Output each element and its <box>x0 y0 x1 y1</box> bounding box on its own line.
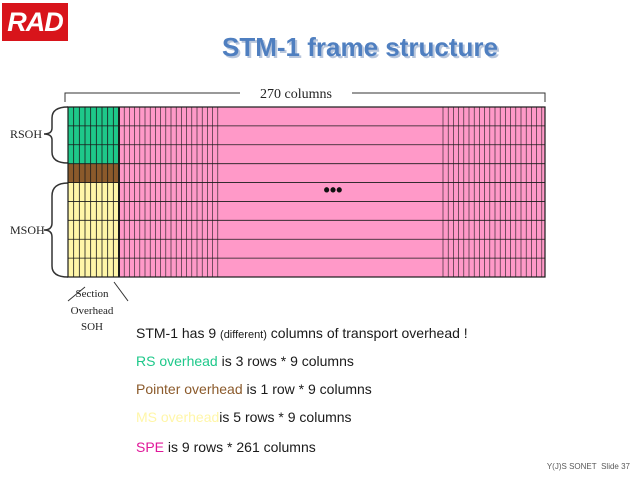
frame-outline <box>67 106 546 278</box>
bullet1-small: (different) <box>220 329 267 341</box>
ellipsis-marker: ••• <box>324 180 343 200</box>
soh-label-line1: Section <box>76 288 109 300</box>
soh-label-line2: Overhead <box>71 305 114 317</box>
rsoh-label: RSOH <box>10 127 42 141</box>
ms-overhead-block <box>68 182 119 277</box>
bullet-pointer-overhead: Pointer overhead is 1 row * 9 columns <box>136 381 372 397</box>
row-brackets <box>43 106 69 278</box>
bullet-transport-overhead: STM-1 has 9 (different) columns of trans… <box>136 325 468 341</box>
soh-pointer-line <box>67 286 86 302</box>
rs-overhead-block <box>68 107 119 164</box>
bullet2-rest: is 3 rows * 9 columns <box>221 353 354 369</box>
rad-logo: RAD <box>2 3 68 41</box>
bullet1-main: STM-1 has 9 <box>136 325 217 341</box>
bullet-rs-overhead: RS overhead is 3 rows * 9 columns <box>136 353 354 369</box>
bullet-spe: SPE is 9 rows * 261 columns <box>136 439 316 455</box>
bullet2-colored: RS overhead <box>136 353 218 369</box>
bullet1-rest: columns of transport overhead ! <box>270 325 468 341</box>
bullet3-rest: is 1 row * 9 columns <box>246 381 372 397</box>
soh-label-line3: SOH <box>81 321 103 333</box>
bullet-ms-overhead: MS overheadis 5 rows * 9 columns <box>136 409 352 425</box>
footer-right: Slide 37 <box>601 462 630 471</box>
bullet4-rest: is 5 rows * 9 columns <box>219 409 352 425</box>
bullet4-colored: MS overhead <box>136 409 220 425</box>
soh-pointer-line-right <box>113 281 129 302</box>
pointer-overhead-block <box>68 163 119 183</box>
columns-label: 270 columns <box>260 87 332 102</box>
bullet5-colored: SPE <box>136 439 165 455</box>
slide-footer: Y(J)S SONET Slide 37 <box>547 462 630 471</box>
footer-left: Y(J)S SONET <box>546 462 597 471</box>
bullet3-colored: Pointer overhead <box>136 381 243 397</box>
columns-bracket <box>64 92 546 102</box>
frame-grid <box>67 106 546 278</box>
bullet5-rest: is 9 rows * 261 columns <box>167 439 316 455</box>
slide-title: STM-1 frame structure <box>222 32 498 62</box>
msoh-label: MSOH <box>10 223 45 237</box>
